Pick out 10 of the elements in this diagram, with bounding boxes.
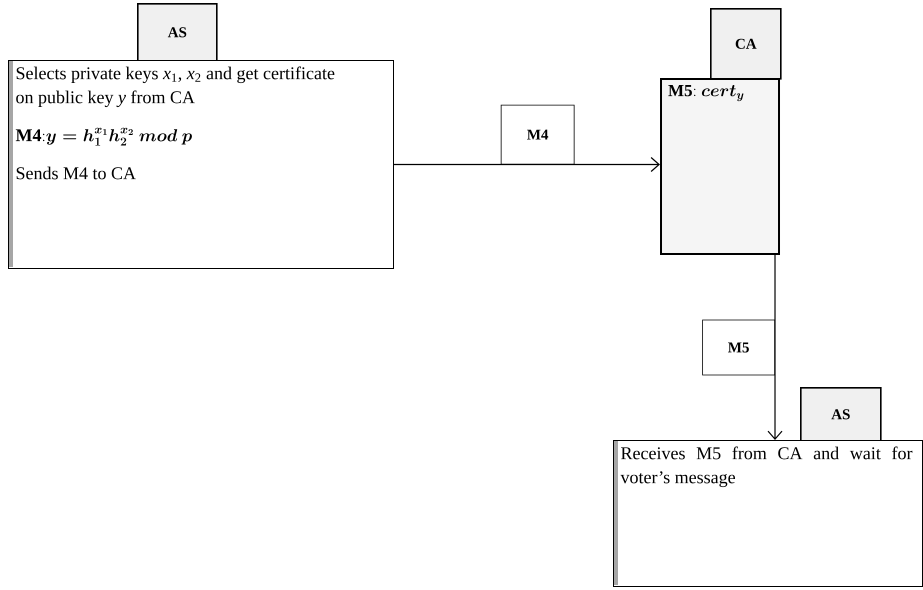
arrow (394, 157, 660, 172)
tab-box: AS (800, 387, 882, 442)
edge-label: M4 (500, 104, 575, 164)
process-box: Receives M5 from CA and wait for voter’s message (613, 440, 923, 587)
tab-box: AS (137, 3, 218, 62)
arrow (768, 255, 782, 440)
tab-box: CA (710, 8, 782, 80)
process-box: $\mathbf{M5{:}}\ \boldsymbol{cert_y}$ (660, 78, 780, 255)
process-box: Selects private keys x$_{1}$, x$_{2}$ and get certificate on public key y from CA $\mathbf{M4{:}}\boldsymbol{y=h_1^{x_1}h_2^{x_2}\ mod\ p}$ Sends M4 to CA (8, 60, 394, 269)
edge-label: M5 (702, 320, 775, 376)
